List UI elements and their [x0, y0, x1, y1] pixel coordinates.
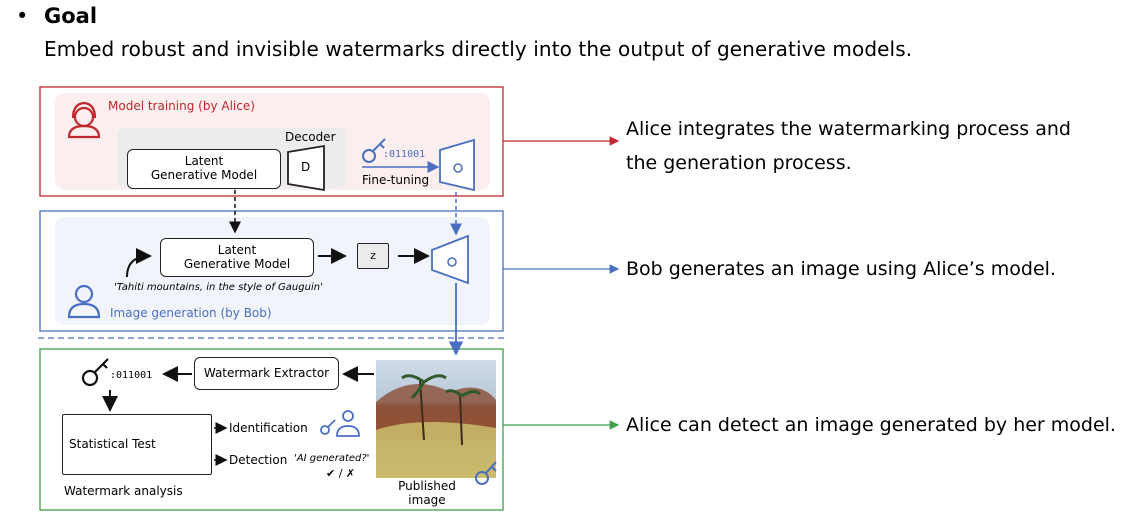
analysis-note: Alice can detect an image generated by h… [626, 414, 1116, 436]
z-box: z [357, 243, 389, 269]
extractor-box: Watermark Extractor [194, 357, 339, 390]
prompt-text: 'Tahiti mountains, in the style of Gaugu… [114, 282, 323, 293]
decoder-d-label: D [301, 160, 311, 174]
bullet: • [16, 4, 29, 28]
training-label: Model training (by Alice) [108, 99, 255, 113]
analysis-bits: :011001 [110, 370, 153, 381]
stat-test-box: Statistical Test [62, 414, 212, 475]
image-key-icon [475, 461, 497, 485]
training-note: Alice integrates the watermarking proces… [626, 118, 1071, 174]
prompt-arrow [126, 248, 152, 278]
key-icon [362, 138, 386, 163]
training-bits: :011001 [383, 149, 426, 160]
finetuned-decoder-shape [439, 138, 475, 192]
ai-question: 'AI generated?' [294, 453, 370, 464]
finetune-label: Fine-tuning [362, 173, 430, 187]
analysis-label: Watermark analysis [64, 484, 183, 498]
generation-note: Bob generates an image using Alice’s mod… [626, 258, 1056, 280]
bob-icon [67, 284, 101, 319]
verdict: ✔ / ✗ [326, 467, 356, 480]
gen-decoder-shape [431, 234, 469, 285]
generation-label: Image generation (by Bob) [110, 306, 272, 320]
stat-test-label: Statistical Test [69, 436, 156, 451]
decoder-label: Decoder [285, 130, 336, 144]
detection-label: Detection [229, 453, 288, 467]
identification-label: Identification [229, 421, 308, 435]
alice-icon [67, 101, 101, 139]
goal-title: Goal [44, 4, 98, 28]
goal-text: Embed robust and invisible watermarks di… [44, 37, 913, 61]
identification-icon [320, 410, 360, 437]
black-key-icon [81, 358, 109, 387]
published-image [376, 360, 496, 478]
decoder-shape [287, 144, 325, 192]
